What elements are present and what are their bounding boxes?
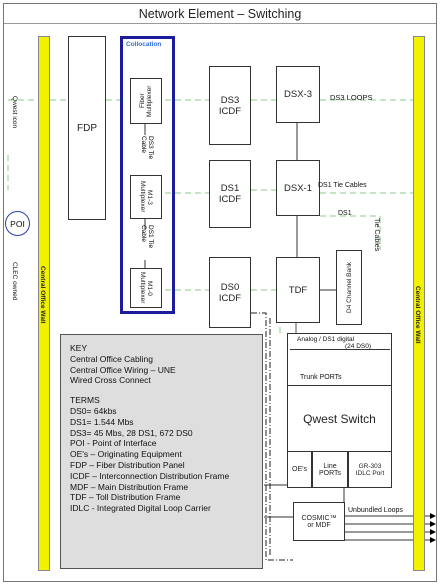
qwest-icon-label: Qwest icon xyxy=(11,96,18,129)
gr303-port: GR-303 IDLC Port xyxy=(348,451,392,488)
tdf-box: TDF xyxy=(276,257,320,323)
collocation-box xyxy=(120,36,175,314)
term-item: OE's – Originating Equipment xyxy=(70,449,182,460)
ds1-icdf: DS1 ICDF xyxy=(209,160,251,228)
switch-divider xyxy=(290,349,390,350)
key-wiring: Central Office Wiring – UNE xyxy=(70,364,176,375)
unbundled-loops-label: Unbundled Loops xyxy=(348,507,403,514)
switch-divider-2 xyxy=(287,385,392,386)
line-ports: Line PORTs xyxy=(312,451,348,488)
term-item: FDP – Fiber Distribution Panel xyxy=(70,459,185,470)
dsx3-box: DSX-3 xyxy=(276,66,320,123)
m13-multiplexer: M1-3 Multiplexer xyxy=(130,175,162,219)
m10-multiplexer: M1-0 Multiplexer xyxy=(130,268,162,308)
ds1-label: DS1 xyxy=(338,210,352,217)
trunk-ports-label: Trunk PORTs xyxy=(300,374,342,381)
ds3-icdf: DS3 ICDF xyxy=(209,66,251,145)
diagram-frame xyxy=(3,3,437,582)
term-item: TDF – Toll Distribution Frame xyxy=(70,492,181,503)
channel-bank-label: D4 Channel Bank xyxy=(345,262,353,313)
term-item: DS1= 1.544 Mbs xyxy=(70,416,134,427)
ds1-tie-cables-label: DS1 Tie Cables xyxy=(318,182,367,189)
key-wired: Wired Cross Connect xyxy=(70,375,151,386)
diagram-title: Network Element – Switching xyxy=(4,4,436,24)
ds3-loops-label: DS3 LOOPS xyxy=(330,93,373,102)
term-item: POI - Point of Interface xyxy=(70,438,157,449)
qwest-switch-title: Qwest Switch xyxy=(303,412,376,426)
key-heading: KEY xyxy=(70,343,88,353)
term-item: DS3= 45 Mbs, 28 DS1, 672 DS0 xyxy=(70,427,193,438)
poi-circle: POI xyxy=(5,211,30,236)
clec-owned-label: CLEC owned xyxy=(11,262,18,301)
fdp-box: FDP xyxy=(68,36,106,220)
m10-mux-label: M1-0 Multiplexer xyxy=(139,272,153,304)
switch-analog-label: Analog / DS1 digital xyxy=(297,336,355,343)
wall-right-label: Central Office Wall xyxy=(414,286,421,344)
term-item: MDF – Main Distribution Frame xyxy=(70,481,189,492)
ds0-icdf: DS0 ICDF xyxy=(209,257,251,328)
term-item: ICDF – Interconnection Distribution Fram… xyxy=(70,470,230,481)
oes-port: OE's xyxy=(287,451,312,488)
une-wiring-1 xyxy=(251,312,293,561)
key-box: KEY Central Office Cabling Central Offic… xyxy=(60,334,263,569)
central-office-wall-right xyxy=(413,36,425,571)
m13-mux-label: M1-3 Multiplexer xyxy=(139,181,153,213)
switch-analog-sub: (24 DS0) xyxy=(345,343,372,350)
central-office-wall-left xyxy=(38,36,50,571)
d4-channel-bank: D4 Channel Bank xyxy=(336,250,362,325)
dsx1-box: DSX-1 xyxy=(276,160,320,216)
ds1-tie-cable: DS1 Tie Cable xyxy=(140,225,154,265)
terms-heading: TERMS xyxy=(70,395,100,406)
fiber-mux-label: Fiber Multiplexer xyxy=(139,85,153,117)
fiber-multiplexer: Fiber Multiplexer xyxy=(130,78,162,124)
ds3-tie-cable-label: DS3 Tie Cable xyxy=(140,136,154,160)
wall-left-label: Central Office Wall xyxy=(39,266,46,324)
ds1-tie-cable-label: DS1 Tie Cable xyxy=(140,225,154,249)
term-item: DS0= 64kbs xyxy=(70,405,117,416)
ds3-tie-cable: DS3 Tie Cable xyxy=(140,136,154,176)
term-item: IDLC - Integrated Digital Loop Carrier xyxy=(70,503,211,514)
cosmic-mdf: COSMIC™ or MDF xyxy=(293,502,345,541)
key-cabling: Central Office Cabling xyxy=(70,353,153,364)
collocation-title: Collocation xyxy=(126,41,162,48)
tie-cables-label: Tie Cables xyxy=(373,218,380,252)
